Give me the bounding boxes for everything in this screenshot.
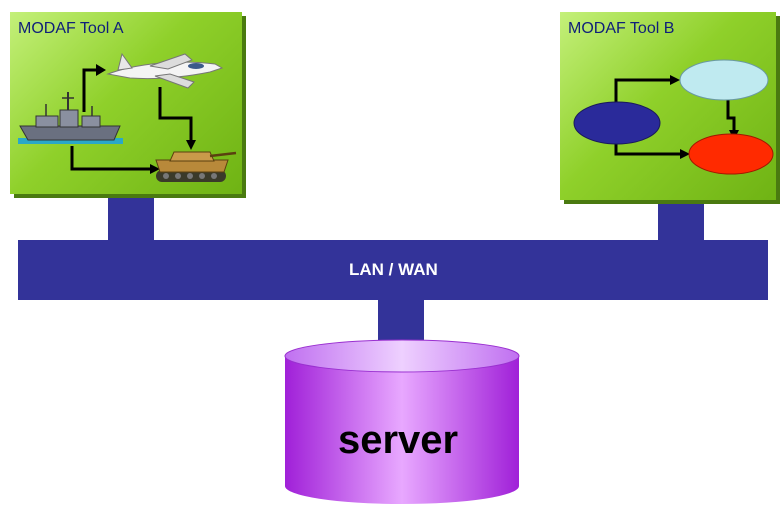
network-label: LAN / WAN <box>349 260 438 279</box>
arrowhead-tank-top <box>186 140 196 150</box>
node-source <box>573 101 661 145</box>
tank-icon <box>155 151 237 182</box>
network-bus: LAN / WAN <box>18 240 768 300</box>
arrowhead-tank-left <box>150 164 160 174</box>
arrow-ship-to-jet <box>82 68 96 112</box>
warship-icon <box>18 92 123 144</box>
tool-b-connector <box>658 200 704 246</box>
tool-a-diagram <box>18 52 237 182</box>
tool-b-diagram <box>573 59 774 175</box>
arrow-ship-to-tank-line <box>70 146 150 171</box>
arrowhead-jet <box>96 64 106 76</box>
tool-a-connector <box>108 194 154 246</box>
fighter-jet-icon <box>106 52 224 89</box>
tool-b-title: MODAF Tool B <box>568 20 675 37</box>
arrow-top-to-bottom <box>726 96 736 130</box>
server-connector <box>378 296 424 346</box>
tool-a-title: MODAF Tool A <box>18 20 124 37</box>
arrow-source-to-top <box>614 78 670 108</box>
node-bottom <box>688 133 774 175</box>
server-label: server <box>338 418 459 462</box>
tool-a-panel[interactable]: MODAF Tool A <box>10 12 242 194</box>
server-cylinder[interactable] <box>283 338 521 508</box>
arrow-jet-to-tank-line <box>158 87 193 140</box>
node-top <box>679 59 769 101</box>
tool-b-panel[interactable]: MODAF Tool B <box>560 12 776 200</box>
